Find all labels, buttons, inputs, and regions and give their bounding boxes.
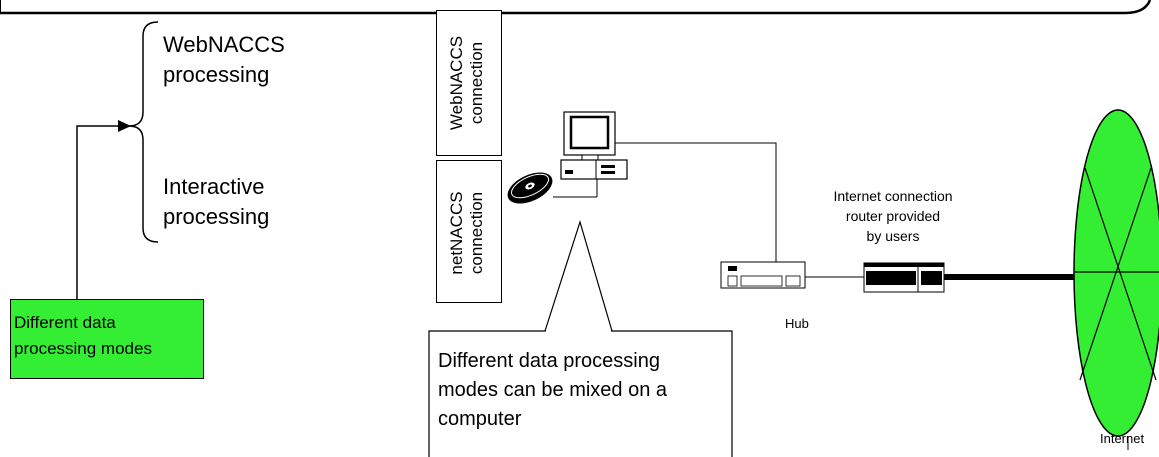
hub-label: Hub xyxy=(785,316,809,331)
callout-pointer xyxy=(544,219,613,332)
router-label-line2: router provided xyxy=(845,208,941,224)
internet-label: Internet xyxy=(1100,431,1145,446)
interactive-processing-line2: processing xyxy=(163,204,270,229)
computer-icon xyxy=(560,111,628,180)
webnaccs-processing-label: WebNACCS processing xyxy=(163,30,285,90)
webnaccs-connection-box: WebNACCS connection xyxy=(436,10,502,156)
computer-hub-cable xyxy=(615,142,777,262)
netnaccs-connection-line2: connection xyxy=(467,191,486,275)
router-label-line3: by users xyxy=(866,228,920,244)
mode-brace xyxy=(128,21,159,243)
router-icon xyxy=(863,262,945,293)
processing-modes-box-text: Different data processing modes xyxy=(14,310,152,362)
interactive-processing-line1: Interactive xyxy=(163,174,265,199)
cd-disc-icon xyxy=(507,172,553,204)
webnaccs-connection-text: WebNACCS connection xyxy=(447,27,487,139)
monitor-screen xyxy=(569,115,610,150)
interactive-processing-label: Interactive processing xyxy=(163,172,269,232)
netnaccs-connection-box: netNACCS connection xyxy=(436,160,502,303)
mode-connector xyxy=(76,125,118,299)
processing-modes-box-line2: processing modes xyxy=(14,339,152,358)
callout-line1: Different data processing xyxy=(438,350,660,372)
router-label-line1: Internet connection xyxy=(833,188,953,204)
top-frame xyxy=(0,0,1152,15)
monitor-stand xyxy=(581,154,599,161)
webnaccs-processing-line1: WebNACCS xyxy=(163,32,285,57)
hub-icon xyxy=(720,261,806,289)
netnaccs-connection-line1: netNACCS xyxy=(447,191,466,275)
system-unit xyxy=(560,159,628,180)
webnaccs-connection-line2: connection xyxy=(467,41,486,125)
netnaccs-connection-text: netNACCS connection xyxy=(447,177,487,289)
mode-arrowhead xyxy=(118,120,131,132)
callout-text: Different data processing modes can be m… xyxy=(438,347,667,434)
processing-modes-box-line1: Different data xyxy=(14,313,116,332)
callout-line2: modes can be mixed on a xyxy=(438,379,668,401)
processing-modes-box: Different data processing modes xyxy=(10,299,204,379)
internet-cloud xyxy=(1073,109,1159,450)
webnaccs-connection-line1: WebNACCS xyxy=(447,35,466,131)
router-label: Internet connection router provided by u… xyxy=(818,186,968,246)
callout-line3: computer xyxy=(438,408,522,430)
webnaccs-processing-line2: processing xyxy=(163,62,270,87)
